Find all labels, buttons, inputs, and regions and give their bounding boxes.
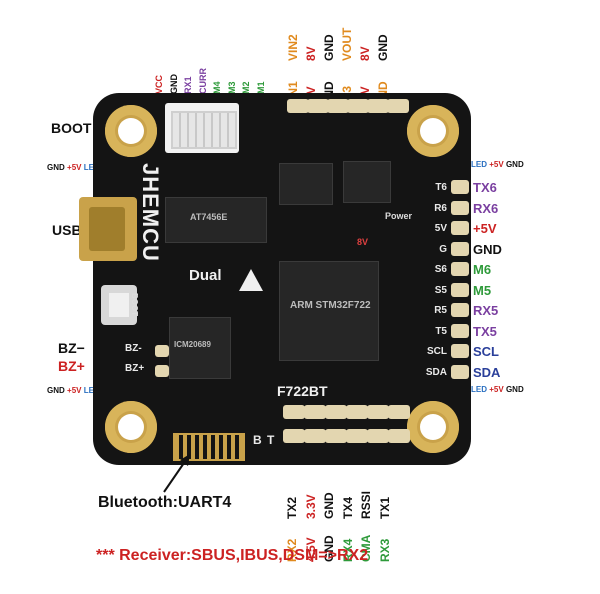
bottom-upper-label-2: GND: [322, 492, 336, 519]
baro-chip: [279, 163, 333, 205]
receiver-note: *** Receiver:SBUS,IBUS,DSM=>RX2: [96, 547, 369, 564]
right-pin-label-4: M6: [473, 262, 492, 277]
right-pin-label-0: TX6: [473, 180, 497, 195]
top-left-pins-label-3: CURR: [197, 68, 208, 94]
right-pin-label-8: SCL: [473, 344, 499, 359]
right-pad-7: [451, 323, 469, 338]
flash-chip: [343, 161, 391, 203]
mounting-hole-top-right: [407, 105, 459, 157]
right-pad-silk-8: SCL: [427, 346, 447, 357]
bottom-lower-label-5: RX3: [377, 538, 392, 562]
right-pad-silk-1: R6: [434, 202, 447, 214]
right-pad-silk-0: T6: [435, 182, 447, 193]
usb-port[interactable]: [79, 197, 137, 261]
usb-label: USB: [52, 222, 82, 238]
right-pad-9: [451, 364, 469, 379]
bz-plus-silk: BZ+: [125, 363, 145, 374]
bluetooth-label: Bluetooth:UART4: [98, 494, 232, 511]
top-right-upper-label-4: 8V: [358, 46, 372, 61]
bluetooth-antenna: [173, 433, 245, 461]
top-left-pins-label-0: VCC: [154, 74, 164, 94]
left-led-bottom-label: GND +5V LED: [47, 386, 100, 395]
right-pad-silk-9: SDA: [425, 366, 447, 378]
right-pad-3: [451, 241, 469, 256]
right-pad-6: [451, 303, 469, 317]
bt-b-label: B: [253, 433, 262, 447]
bottom-upper-label-5: TX1: [377, 496, 392, 519]
left-led-top-label: GND +5V LED: [47, 163, 100, 172]
top-left-pins-label-1: GND: [168, 74, 179, 94]
right-led-bottom-label: LED +5V GND: [471, 385, 524, 394]
right-pad-silk-6: R5: [434, 305, 447, 316]
top-right-upper-label-5: GND: [376, 34, 390, 61]
bz-minus-label: BZ−: [58, 340, 85, 356]
right-pad-silk-3: G: [439, 243, 447, 255]
right-pin-label-7: TX5: [473, 323, 497, 339]
right-pin-label-1: RX6: [473, 200, 499, 216]
bottom-upper-label-4: RSSI: [359, 490, 373, 519]
jst-connector: [165, 103, 239, 153]
mcu-chip: ARM STM32F722: [279, 261, 379, 361]
right-pin-label-6: RX5: [473, 303, 499, 318]
right-pad-silk-7: T5: [435, 325, 447, 337]
boot-button[interactable]: [101, 285, 137, 325]
right-pad-silk-2: 5V: [434, 223, 447, 234]
mounting-hole-bottom-left: [105, 401, 157, 453]
bottom-upper-label-3: TX4: [340, 496, 355, 519]
right-pin-label-5: M5: [473, 282, 492, 298]
right-pin-label-2: +5V: [473, 221, 497, 236]
bottom-upper-label-1: 3.3V: [303, 494, 318, 519]
bottom-solder-pads: [283, 405, 413, 461]
top-right-upper-label-0: VIN2: [286, 34, 300, 61]
right-pad-silk-5: S5: [434, 284, 447, 296]
top-right-upper-label-3: VOUT: [340, 27, 354, 61]
bt-t-label: T: [267, 433, 275, 447]
right-pad-0: [451, 180, 469, 194]
right-pad-4: [451, 262, 469, 276]
power-silk: Power: [385, 211, 413, 221]
dual-label: Dual: [189, 267, 222, 284]
bz-plus-pad: [155, 365, 169, 377]
right-pad-silk-4: S6: [434, 264, 447, 275]
osd-chip: AT7456E: [165, 197, 267, 243]
bz-plus-label: BZ+: [58, 358, 85, 374]
mounting-hole-bottom-right: [407, 401, 459, 453]
direction-arrow-icon: [239, 269, 263, 291]
8v-silk: 8V: [357, 237, 369, 247]
right-pin-label-9: SDA: [473, 364, 501, 380]
gyro-chip: ICM20689: [169, 317, 231, 379]
right-pad-5: [451, 282, 469, 297]
top-solder-pads: [287, 99, 409, 117]
bluetooth-pointer-arrow: [163, 454, 190, 493]
top-right-upper-label-1: 8V: [304, 46, 318, 61]
top-right-upper-label-2: GND: [322, 34, 336, 61]
flight-controller-board: AT7456E JHEMCU BOOT Dual ICM20689 ARM ST…: [79, 93, 471, 465]
boot-silk: BOOT: [130, 293, 139, 317]
right-pad-1: [451, 200, 469, 215]
bz-minus-pad: [155, 345, 169, 357]
right-pad-8: [451, 344, 469, 358]
top-left-pins-label-2: RX1: [183, 76, 193, 94]
model-label: F722BT: [277, 383, 328, 399]
brand-logo: JHEMCU: [138, 163, 163, 262]
boot-label: BOOT: [51, 120, 92, 136]
bz-minus-silk: BZ-: [125, 343, 142, 354]
right-pin-label-3: GND: [473, 241, 502, 257]
bottom-upper-label-0: TX2: [285, 496, 299, 519]
right-pad-2: [451, 221, 469, 235]
mounting-hole-top-left: [105, 105, 157, 157]
right-led-top-label: LED +5V GND: [471, 160, 524, 169]
